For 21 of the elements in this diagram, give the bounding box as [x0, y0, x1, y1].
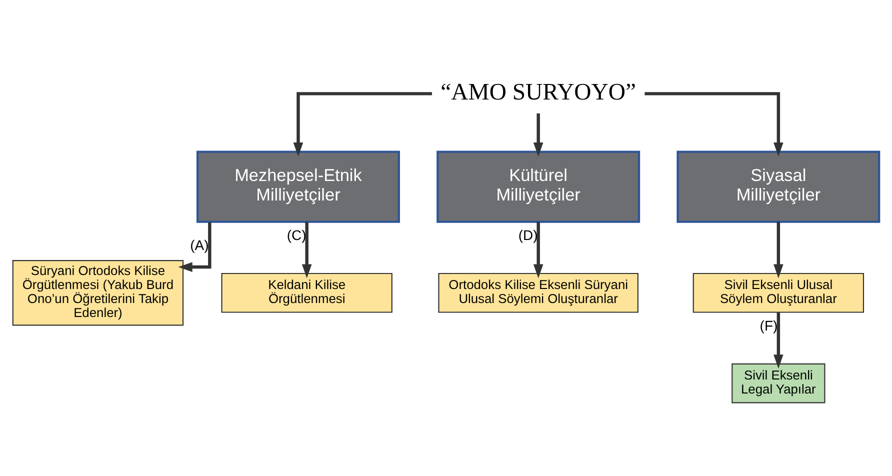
arrow: [644, 92, 784, 156]
arrow: [178, 222, 212, 272]
node-box: Keldani Kilise Örgütlenmesi: [221, 272, 392, 312]
arrow: [533, 221, 544, 278]
node-box: Siyasal Milliyetçiler: [676, 150, 880, 222]
arrow: [774, 312, 784, 368]
edge-label: (F): [760, 316, 778, 333]
node-text: “AMO SURYOYO”: [440, 79, 636, 106]
arrow: [293, 92, 432, 156]
arrow: [774, 221, 784, 278]
edge-label: (D): [518, 226, 538, 242]
arrow: [302, 221, 312, 278]
node-box: Kültürel Milliyetçiler: [436, 150, 640, 222]
node-box: Ortodoks Kilise Eksenli Süryani Ulusal Söylemi Oluşturanlar: [438, 272, 638, 312]
node-box: Sivil Eksenli Ulusal Söylem Oluşturanlar: [692, 272, 864, 312]
edge-label: (A): [190, 236, 209, 253]
node-box: Sivil Eksenli Legal Yapılar: [732, 362, 826, 403]
node-box: Mezhepsel-Etnik Milliyetçiler: [196, 150, 400, 222]
arrow: [533, 112, 544, 156]
node-box: Süryani Ortodoks Kilise Örgütlenmesi (Yakub Burd Ono’un Öğretilerini Takip Edenler): [12, 260, 184, 326]
edge-label: (C): [286, 226, 306, 242]
